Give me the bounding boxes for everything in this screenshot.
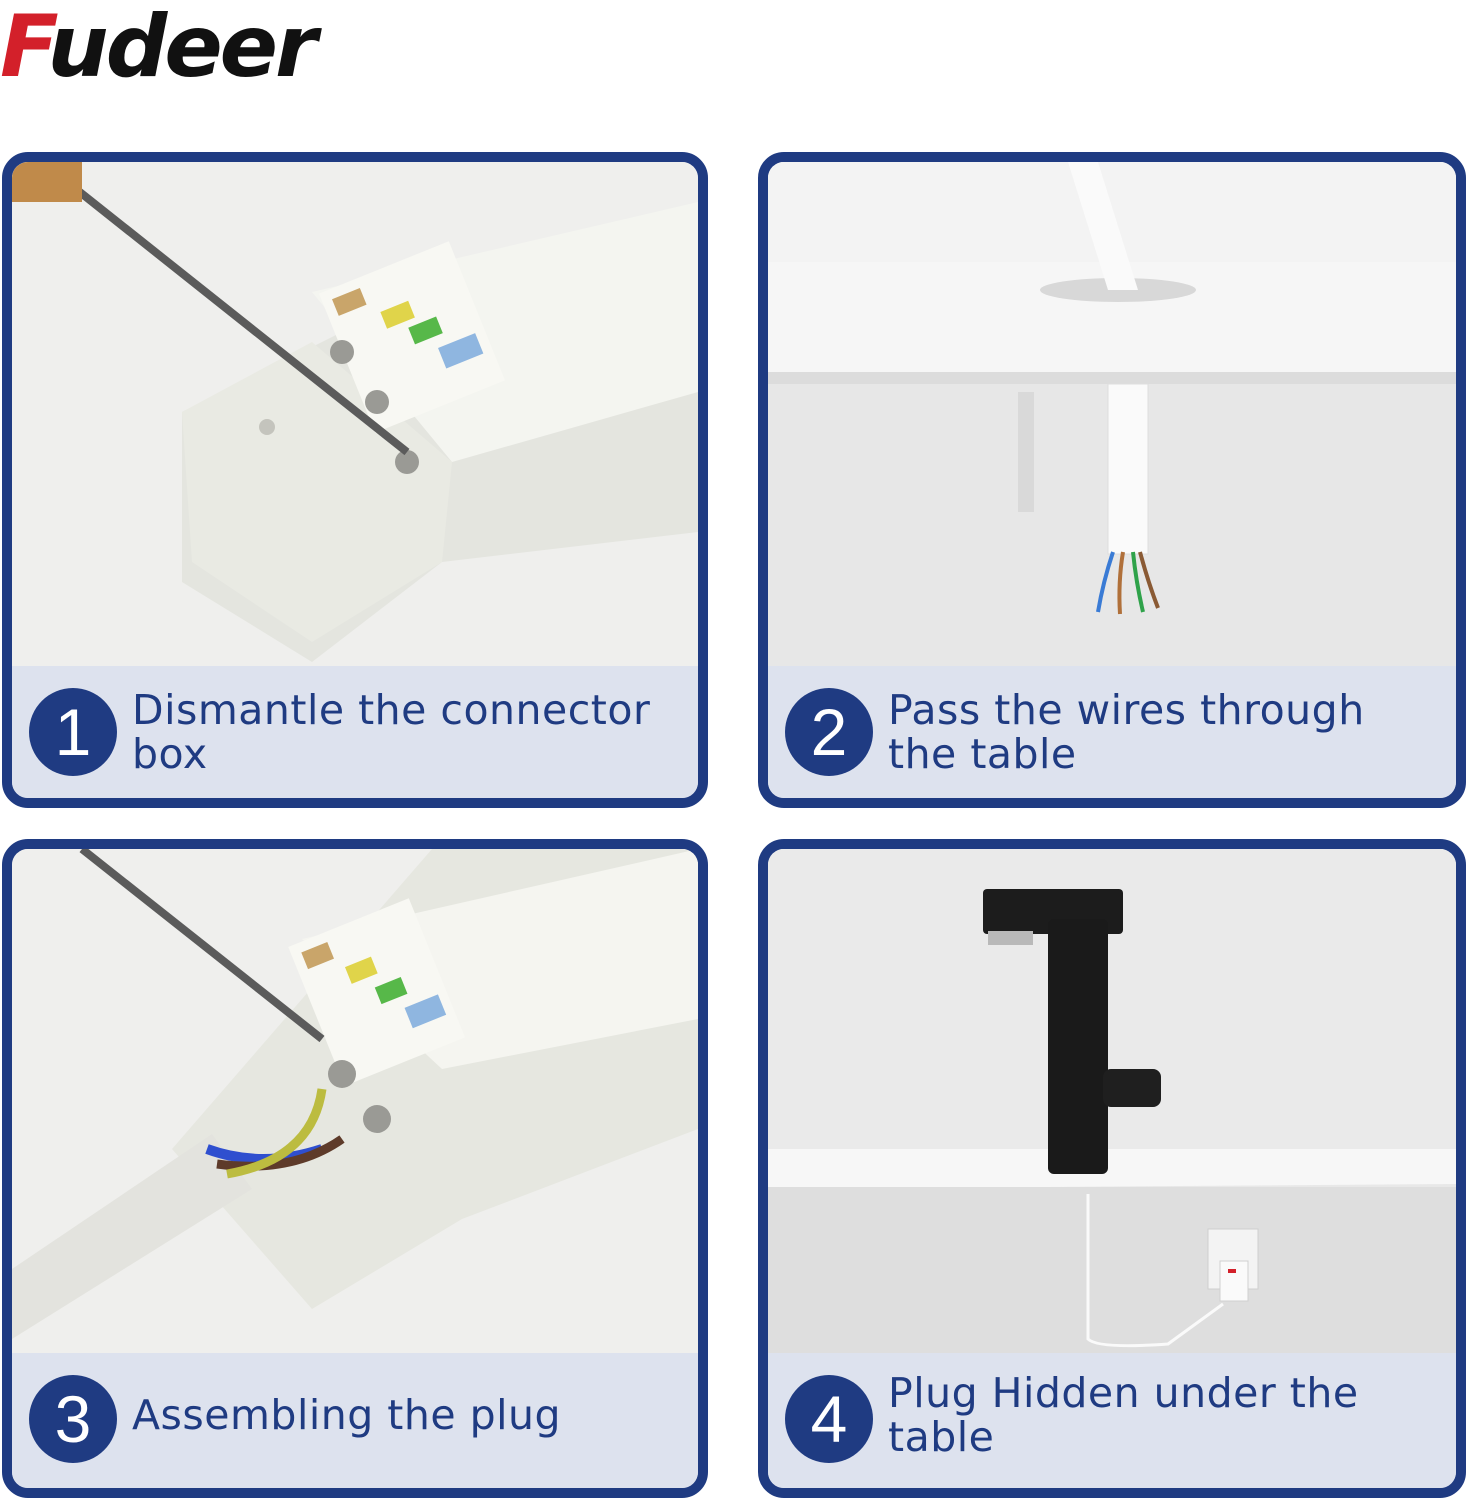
step-caption: Assembling the plug xyxy=(132,1391,562,1439)
step-number: 3 xyxy=(29,1375,117,1463)
plug-assembly-photo xyxy=(12,849,698,1353)
brand-logo: Fudeer xyxy=(0,0,317,97)
caption-band: 3 Assembling the plug xyxy=(12,1353,698,1488)
caption-band: 1 Dismantle the connector box xyxy=(12,666,698,798)
table-wire-photo xyxy=(768,162,1456,666)
step-number: 1 xyxy=(29,688,117,776)
step-caption: Plug Hidden under the table xyxy=(888,1369,1359,1461)
faucet-installed-photo xyxy=(768,849,1456,1353)
step-card-1: 1 Dismantle the connector box xyxy=(2,152,708,808)
step-number: 2 xyxy=(785,688,873,776)
caption-band: 2 Pass the wires through the table xyxy=(768,666,1456,798)
step-number: 4 xyxy=(785,1375,873,1463)
caption-band: 4 Plug Hidden under the table xyxy=(768,1353,1456,1488)
step-caption: Pass the wires through the table xyxy=(888,686,1365,778)
step-caption: Dismantle the connector box xyxy=(132,686,651,778)
step-card-4: 4 Plug Hidden under the table xyxy=(758,839,1466,1498)
connector-box-photo xyxy=(12,162,698,666)
step-card-3: 3 Assembling the plug xyxy=(2,839,708,1498)
step-card-2: 2 Pass the wires through the table xyxy=(758,152,1466,808)
